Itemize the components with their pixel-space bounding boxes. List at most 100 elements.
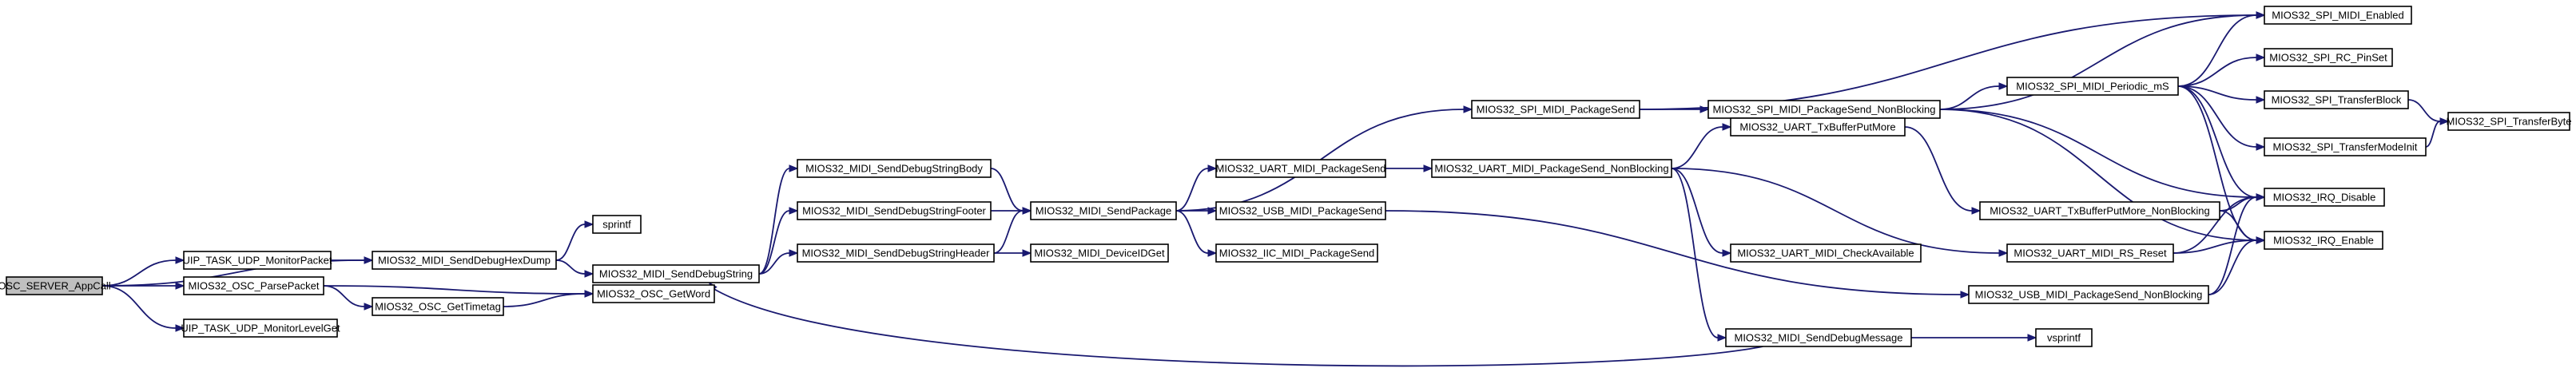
- node-box: [592, 284, 715, 303]
- edge-mios32_midi_sendpackage-to-mios32_spi_midi_packagesend: [1175, 105, 1473, 212]
- node-mios32_osc_gettimetag[interactable]: MIOS32_OSC_GetTimetag: [372, 297, 504, 316]
- edge-mios32_osc_parsepacket-to-mios32_osc_gettimetag: [323, 285, 374, 311]
- edge-mios32_spi_midi_periodic_ms-to-mios32_spi_transferblock: [2177, 85, 2266, 104]
- node-label: MIOS32_USB_MIDI_PackageSend: [1219, 205, 1383, 217]
- node-box: [1030, 243, 1169, 263]
- edge-mios32_spi_midi_packagesend-to-mios32_spi_midi_packagesend_nonblocking: [1640, 105, 1710, 113]
- node-box: [2264, 137, 2427, 156]
- node-mios32_midi_senddebughexdump[interactable]: MIOS32_MIDI_SendDebugHexDump: [372, 251, 557, 270]
- node-mios32_spi_midi_enabled[interactable]: MIOS32_SPI_MIDI_Enabled: [2264, 6, 2412, 25]
- node-label: MIOS32_MIDI_SendDebugMessage: [1734, 332, 1902, 344]
- node-box: [1725, 328, 1912, 347]
- node-box: [1215, 159, 1386, 178]
- edge-mios32_midi_senddebugstringbody-to-mios32_midi_sendpackage: [990, 168, 1032, 215]
- node-sprintf[interactable]: sprintf: [592, 215, 642, 234]
- edge-mios32_spi_midi_periodic_ms-to-mios32_spi_rc_pinset: [2177, 53, 2266, 87]
- node-label: MIOS32_IRQ_Enable: [2273, 235, 2374, 247]
- node-box: [183, 251, 332, 270]
- node-mios32_uart_midi_packagesend[interactable]: MIOS32_UART_MIDI_PackageSend: [1215, 159, 1386, 178]
- edge-osc_server_appcall-to-mios32_osc_parsepacket: [102, 282, 185, 290]
- node-uip_task_udp_monitorlevelget[interactable]: UIP_TASK_UDP_MonitorLevelGet: [181, 319, 340, 338]
- node-mios32_uart_midi_checkavailable[interactable]: MIOS32_UART_MIDI_CheckAvailable: [1730, 243, 1922, 263]
- node-label: MIOS32_SPI_TransferModeInit: [2273, 141, 2418, 153]
- node-mios32_spi_midi_packagesend_nonblocking[interactable]: MIOS32_SPI_MIDI_PackageSend_NonBlocking: [1707, 100, 1941, 119]
- edge-mios32_midi_senddebugstringheader-to-mios32_midi_sendpackage: [993, 207, 1032, 254]
- node-box: [2035, 328, 2093, 347]
- edge-mios32_osc_parsepacket-to-mios32_osc_getword: [323, 285, 594, 298]
- node-box: [1730, 243, 1922, 263]
- node-label: MIOS32_SPI_MIDI_PackageSend: [1477, 104, 1636, 116]
- node-box: [6, 276, 103, 295]
- node-box: [1968, 285, 2209, 304]
- node-label: MIOS32_MIDI_SendDebugStringFooter: [802, 205, 986, 217]
- edge-mios32_uart_midi_packagesend_nonblocking-to-mios32_uart_midi_checkavailable: [1671, 168, 1732, 257]
- node-mios32_uart_txbufferputmore[interactable]: MIOS32_UART_TxBufferPutMore: [1730, 117, 1906, 137]
- edge-mios32_midi_senddebughexdump-to-sprintf: [555, 220, 594, 261]
- node-mios32_osc_getword[interactable]: MIOS32_OSC_GetWord: [592, 284, 715, 303]
- edge-mios32_uart_midi_packagesend-to-mios32_uart_midi_packagesend_nonblocking: [1385, 164, 1433, 172]
- edge-mios32_midi_senddebugstring-to-mios32_midi_senddebugstringbody: [758, 164, 799, 275]
- node-label: MIOS32_UART_MIDI_RS_Reset: [2013, 247, 2167, 259]
- graph-nodes: OSC_SERVER_AppCall UIP_TASK_UDP_MonitorPa…: [0, 6, 2572, 347]
- node-mios32_uart_midi_rs_reset[interactable]: MIOS32_UART_MIDI_RS_Reset: [2006, 243, 2174, 263]
- node-label: MIOS32_UART_MIDI_CheckAvailable: [1737, 247, 1914, 259]
- node-mios32_midi_senddebugstringfooter[interactable]: MIOS32_MIDI_SendDebugStringFooter: [797, 201, 992, 220]
- node-label: MIOS32_UART_MIDI_PackageSend: [1216, 163, 1386, 175]
- node-label: MIOS32_MIDI_SendDebugHexDump: [378, 255, 551, 267]
- edge-mios32_spi_midi_periodic_ms-to-mios32_spi_transfermodeinit: [2177, 85, 2266, 151]
- node-box: [2006, 243, 2174, 263]
- edge-mios32_uart_midi_packagesend_nonblocking-to-mios32_midi_senddebugmessage: [1671, 168, 1727, 342]
- node-mios32_spi_midi_packagesend[interactable]: MIOS32_SPI_MIDI_PackageSend: [1471, 100, 1640, 119]
- node-label: OSC_SERVER_AppCall: [0, 280, 111, 292]
- node-mios32_irq_disable[interactable]: MIOS32_IRQ_Disable: [2264, 188, 2385, 207]
- edge-mios32_uart_midi_packagesend_nonblocking-to-mios32_uart_txbufferputmore: [1671, 123, 1732, 169]
- node-label: MIOS32_SPI_MIDI_Enabled: [2272, 10, 2403, 22]
- node-box: [1215, 243, 1378, 263]
- edge-mios32_midi_senddebugmessage-to-vsprintf: [1911, 334, 2037, 342]
- node-box: [183, 276, 324, 295]
- node-label: MIOS32_UART_TxBufferPutMore: [1739, 121, 1895, 133]
- edge-mios32_usb_midi_packagesend-to-mios32_usb_midi_packagesend_nonblocking: [1385, 210, 1970, 299]
- node-mios32_usb_midi_packagesend[interactable]: MIOS32_USB_MIDI_PackageSend: [1215, 201, 1386, 220]
- node-mios32_irq_enable[interactable]: MIOS32_IRQ_Enable: [2264, 231, 2383, 250]
- node-mios32_spi_transferblock[interactable]: MIOS32_SPI_TransferBlock: [2264, 90, 2409, 109]
- node-mios32_spi_transferbyte[interactable]: MIOS32_SPI_TransferByte: [2446, 112, 2572, 131]
- node-label: MIOS32_MIDI_SendDebugStringHeader: [802, 247, 991, 259]
- node-label: MIOS32_SPI_MIDI_Periodic_mS: [2016, 81, 2169, 93]
- node-mios32_osc_parsepacket[interactable]: MIOS32_OSC_ParsePacket: [183, 276, 324, 295]
- node-osc_server_appcall[interactable]: OSC_SERVER_AppCall: [0, 276, 111, 295]
- node-label: MIOS32_UART_MIDI_PackageSend_NonBlocking: [1434, 163, 1668, 175]
- node-label: MIOS32_SPI_TransferByte: [2446, 116, 2571, 128]
- node-mios32_midi_sendpackage[interactable]: MIOS32_MIDI_SendPackage: [1030, 201, 1177, 220]
- node-mios32_uart_txbufferputmore_nonblocking[interactable]: MIOS32_UART_TxBufferPutMore_NonBlocking: [1979, 201, 2220, 220]
- node-mios32_midi_senddebugstringheader[interactable]: MIOS32_MIDI_SendDebugStringHeader: [797, 243, 995, 263]
- node-label: MIOS32_SPI_RC_PinSet: [2269, 52, 2387, 64]
- node-mios32_usb_midi_packagesend_nonblocking[interactable]: MIOS32_USB_MIDI_PackageSend_NonBlocking: [1968, 285, 2209, 304]
- node-box: [1730, 117, 1906, 137]
- edge-mios32_midi_senddebugstring-to-mios32_midi_senddebugstringheader: [758, 249, 799, 275]
- edge-osc_server_appcall-to-uip_task_udp_monitorlevelget: [101, 285, 185, 332]
- edge-osc_server_appcall-to-uip_task_udp_monitorpacket: [101, 256, 185, 287]
- node-mios32_midi_senddebugmessage[interactable]: MIOS32_MIDI_SendDebugMessage: [1725, 328, 1912, 347]
- node-label: MIOS32_MIDI_SendPackage: [1036, 205, 1172, 217]
- edge-mios32_spi_transfermodeinit-to-mios32_spi_transferbyte: [2425, 117, 2450, 148]
- node-box: [592, 215, 642, 234]
- edge-mios32_uart_txbufferputmore-to-mios32_uart_txbufferputmore_nonblocking: [1904, 126, 1982, 215]
- node-mios32_midi_senddebugstringbody[interactable]: MIOS32_MIDI_SendDebugStringBody: [797, 159, 992, 178]
- node-mios32_spi_midi_periodic_ms[interactable]: MIOS32_SPI_MIDI_Periodic_mS: [2006, 77, 2179, 96]
- node-box: [1471, 100, 1640, 119]
- node-mios32_midi_deviceidget[interactable]: MIOS32_MIDI_DeviceIDGet: [1030, 243, 1169, 263]
- edge-mios32_midi_senddebugstringheader-to-mios32_midi_deviceidget: [994, 249, 1032, 257]
- node-box: [1979, 201, 2220, 220]
- node-mios32_spi_transfermodeinit[interactable]: MIOS32_SPI_TransferModeInit: [2264, 137, 2427, 156]
- node-mios32_uart_midi_packagesend_nonblocking[interactable]: MIOS32_UART_MIDI_PackageSend_NonBlocking: [1431, 159, 1672, 178]
- node-box: [1030, 201, 1177, 220]
- edge-mios32_midi_sendpackage-to-mios32_uart_midi_packagesend: [1175, 164, 1218, 212]
- node-box: [372, 251, 557, 270]
- node-box: [2447, 112, 2570, 131]
- node-uip_task_udp_monitorpacket[interactable]: UIP_TASK_UDP_MonitorPacket: [183, 251, 332, 270]
- node-vsprintf[interactable]: vsprintf: [2035, 328, 2093, 347]
- node-mios32_spi_rc_pinset[interactable]: MIOS32_SPI_RC_PinSet: [2264, 48, 2393, 67]
- node-mios32_midi_senddebugstring[interactable]: MIOS32_MIDI_SendDebugString: [592, 264, 760, 283]
- node-mios32_iic_midi_packagesend[interactable]: MIOS32_IIC_MIDI_PackageSend: [1215, 243, 1378, 263]
